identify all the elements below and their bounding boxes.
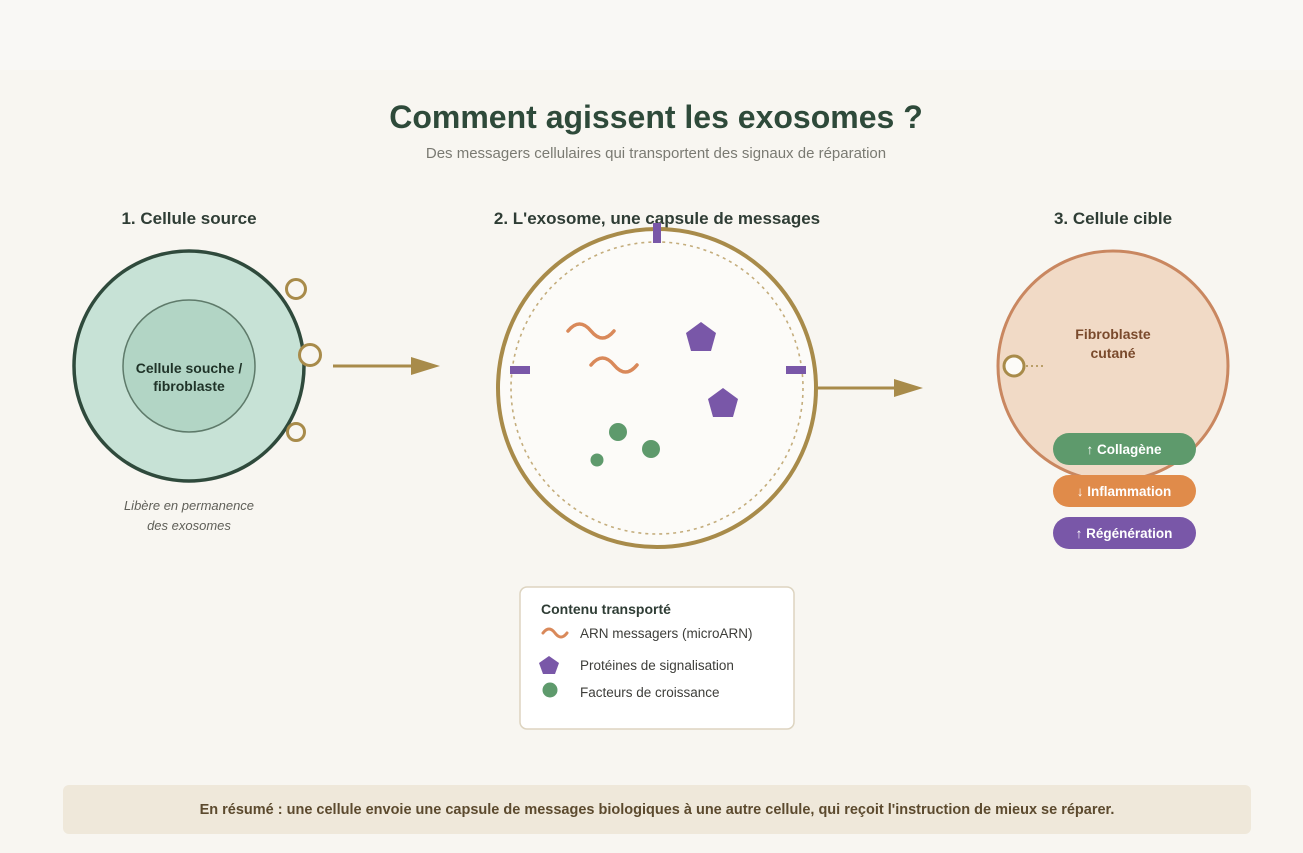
- released-vesicle-icon: [298, 343, 322, 367]
- protein-pentagon-icon: [708, 388, 738, 417]
- effect-pill-collagen: [1053, 433, 1196, 465]
- dot-icon: [542, 682, 558, 698]
- effect-pill-inflammation: [1053, 475, 1196, 507]
- wave-icon: [541, 627, 569, 639]
- legend-item-label: Protéines de signalisation: [580, 658, 734, 673]
- exosome-membrane: [496, 227, 818, 549]
- exosome-capsule: [496, 223, 818, 549]
- arrow-exosome-to-target: [818, 379, 923, 397]
- legend-item-label: ARN messagers (microARN): [580, 626, 753, 641]
- membrane-receptor-icon: [510, 366, 530, 374]
- effect-pill-label: ↓ Inflammation: [1077, 484, 1172, 499]
- arrow-head-icon: [411, 357, 440, 375]
- source-cell-label-1: Cellule souche /: [136, 360, 243, 376]
- released-vesicle-icon: [286, 422, 306, 442]
- summary-box: En résumé : une cellule envoie une capsu…: [63, 785, 1251, 834]
- membrane-receptor-icon: [653, 223, 661, 243]
- growth-factor-dot-icon: [642, 440, 660, 458]
- page-title: Comment agissent les exosomes ?: [389, 99, 923, 135]
- growth-factor-dot-icon: [609, 423, 627, 441]
- membrane-receptor-icon: [786, 366, 806, 374]
- rna-wave-icon: [589, 356, 639, 374]
- effect-pill-label: ↑ Régénération: [1076, 526, 1173, 541]
- released-vesicle-icon: [285, 278, 307, 300]
- step-heading-target: 3. Cellule cible: [1054, 209, 1172, 228]
- effect-pills: ↑ Collagène ↓ Inflammation ↑ Régénératio…: [1053, 433, 1196, 549]
- arrow-head-icon: [894, 379, 923, 397]
- page-subtitle: Des messagers cellulaires qui transporte…: [426, 145, 886, 162]
- legend-box: Contenu transporté ARN messagers (microA…: [519, 586, 795, 730]
- summary-text: En résumé : une cellule envoie une capsu…: [199, 801, 1115, 818]
- source-cell: Cellule souche / fibroblaste: [72, 249, 322, 483]
- step-heading-source: 1. Cellule source: [121, 209, 256, 228]
- legend-title: Contenu transporté: [541, 601, 671, 617]
- target-cell-label-1: Fibroblaste: [1075, 326, 1151, 342]
- source-cell-label-2: fibroblaste: [153, 378, 225, 394]
- source-caption-2: des exosomes: [147, 518, 231, 533]
- growth-factor-dot-icon: [590, 453, 604, 467]
- pentagon-icon: [539, 656, 559, 674]
- rna-wave-icon: [566, 322, 616, 340]
- target-cell-label-2: cutané: [1090, 345, 1135, 361]
- effect-pill-label: ↑ Collagène: [1086, 442, 1162, 457]
- arrow-source-to-exosome: [333, 357, 440, 375]
- source-cell-nucleus: [122, 299, 256, 433]
- step-heading-exosome: 2. L'exosome, une capsule de messages: [494, 209, 820, 228]
- protein-pentagon-icon: [686, 322, 716, 351]
- effect-pill-regeneration: [1053, 517, 1196, 549]
- docking-exosome-icon: [1002, 354, 1026, 378]
- source-caption-1: Libère en permanence: [124, 498, 254, 513]
- legend-item-label: Facteurs de croissance: [580, 685, 720, 700]
- legend-background: [519, 586, 795, 730]
- header-band: [0, 0, 1303, 70]
